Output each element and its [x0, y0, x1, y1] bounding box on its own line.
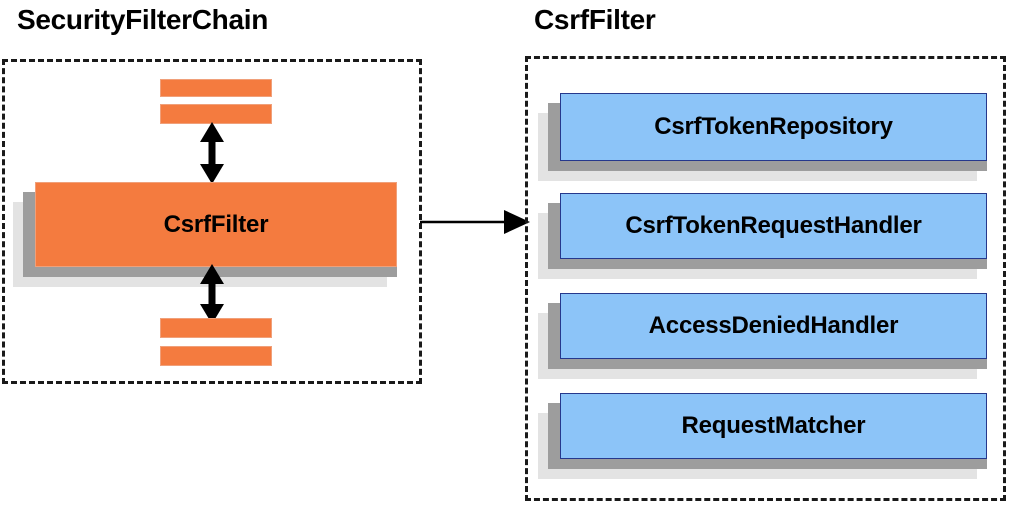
filter-strip-below-2	[160, 346, 272, 366]
component-block-csrf-token-repository[interactable]: CsrfTokenRepository	[538, 93, 987, 181]
block-face: CsrfFilter	[35, 182, 397, 267]
filter-strip-above-2	[160, 104, 272, 124]
block-face: CsrfTokenRepository	[560, 93, 987, 161]
component-label: CsrfTokenRepository	[654, 113, 893, 140]
filter-strip-below-1	[160, 318, 272, 338]
left-panel-title: SecurityFilterChain	[17, 4, 269, 35]
csrf-filter-label: CsrfFilter	[163, 210, 269, 238]
component-label: RequestMatcher	[681, 412, 866, 439]
block-face: AccessDeniedHandler	[560, 293, 987, 359]
csrf-filter-components-container	[525, 56, 1006, 501]
component-block-csrf-token-request-handler[interactable]: CsrfTokenRequestHandler	[538, 193, 987, 279]
component-block-access-denied-handler[interactable]: AccessDeniedHandler	[538, 293, 987, 379]
filter-strip-above-1	[160, 79, 272, 97]
double-arrow-down	[200, 264, 224, 324]
block-face: RequestMatcher	[560, 393, 987, 459]
block-face: CsrfTokenRequestHandler	[560, 193, 987, 259]
component-block-request-matcher[interactable]: RequestMatcher	[538, 393, 987, 479]
double-arrow-up	[200, 122, 224, 184]
component-label: AccessDeniedHandler	[648, 312, 899, 339]
csrf-filter-block[interactable]: CsrfFilter	[13, 182, 397, 287]
component-label: CsrfTokenRequestHandler	[625, 212, 922, 239]
right-panel-title: CsrfFilter	[534, 4, 656, 35]
arrow-left-panel-to-right-panel	[420, 210, 530, 234]
